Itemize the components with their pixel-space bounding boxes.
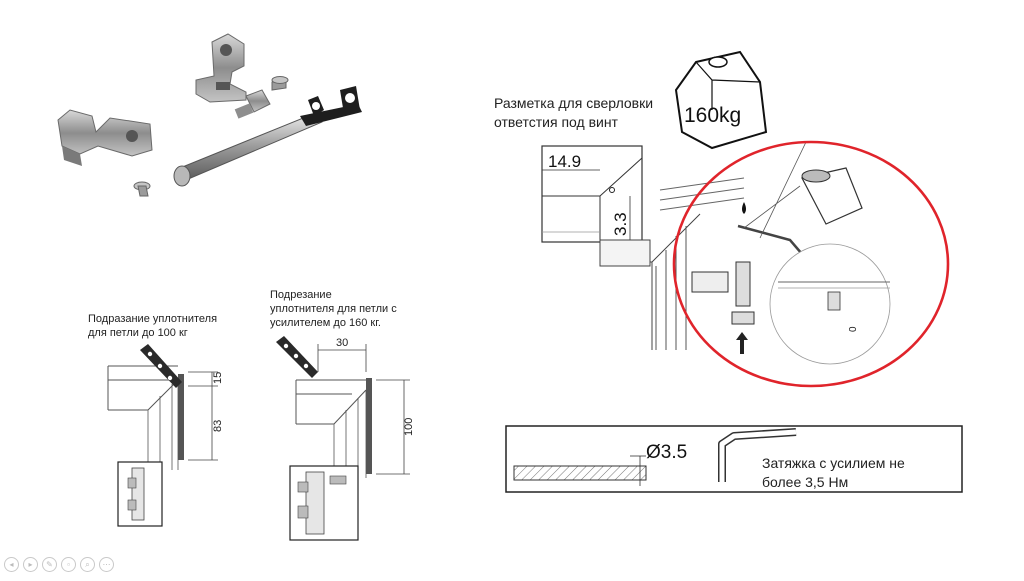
profile-marking-diagram: 14.9 3.3 0 — [541, 140, 950, 388]
hinge-pin — [179, 111, 323, 181]
wedge-part — [245, 89, 271, 113]
hinge-pin-head — [173, 165, 191, 187]
frame-profile-lines — [147, 380, 179, 470]
zoom-icon[interactable]: ⌕ — [80, 557, 95, 572]
seal-cut-diagram-160: 30 100 — [276, 336, 415, 541]
hinge-bracket-top — [195, 33, 247, 103]
dim-30-label: 30 — [336, 337, 348, 349]
bracket-hole-top — [220, 44, 232, 56]
hinge-bracket-left — [57, 109, 153, 157]
next-icon[interactable]: ▸ — [23, 557, 38, 572]
pin-collar — [234, 103, 254, 119]
clip-hole-right — [345, 93, 355, 103]
seal-strip-160 — [366, 378, 372, 474]
dim-83-label: 83 — [212, 420, 224, 432]
dim-3-3-label: 3.3 — [611, 212, 630, 236]
weight-label: 160kg — [684, 104, 741, 127]
slide-toolbar: ◂ ▸ ✎ ▫ ⌕ ⋯ — [4, 557, 114, 572]
bracket-slot — [216, 82, 230, 90]
screw-small-bottom — [137, 185, 149, 197]
drill-diameter-label: Ø3.5 — [646, 442, 687, 463]
caption-seal-100: Подразание уплотнителя для петли до 100 … — [88, 313, 218, 339]
copy-icon[interactable]: ▫ — [61, 557, 76, 572]
caption-marking: Разметка для сверловки ответстия под вин… — [494, 95, 654, 130]
weight-160kg: 160kg — [674, 50, 768, 150]
dim-100-label: 100 — [403, 418, 415, 436]
screw-head-top — [271, 76, 289, 84]
dim-0-label: 0 — [848, 326, 859, 332]
caption-seal-160: Подрезание уплотнителя для петли с усили… — [270, 289, 397, 329]
clip-hole-left — [312, 102, 320, 110]
seal-strip — [178, 374, 184, 460]
drill-bit — [513, 465, 647, 481]
highlight-circle — [672, 140, 950, 388]
drill-torque-box: Ø3.5 — [505, 425, 963, 493]
hinge-parts-illustration — [57, 33, 362, 197]
bracket-leg — [62, 146, 82, 166]
more-icon[interactable]: ⋯ — [99, 557, 114, 572]
dim-15-label: 15 — [212, 372, 224, 384]
arrow-up-icon — [736, 332, 748, 354]
drop-icon — [742, 202, 746, 214]
prev-icon[interactable]: ◂ — [4, 557, 19, 572]
seal-cut-diagram-100: 15 83 — [107, 344, 224, 527]
caption-torque: Затяжка с усилием не более 3,5 Нм — [762, 455, 905, 490]
bracket-hole — [126, 130, 138, 142]
dim-14-9-label: 14.9 — [548, 152, 581, 171]
allen-key — [737, 224, 803, 255]
pen-icon[interactable]: ✎ — [42, 557, 57, 572]
